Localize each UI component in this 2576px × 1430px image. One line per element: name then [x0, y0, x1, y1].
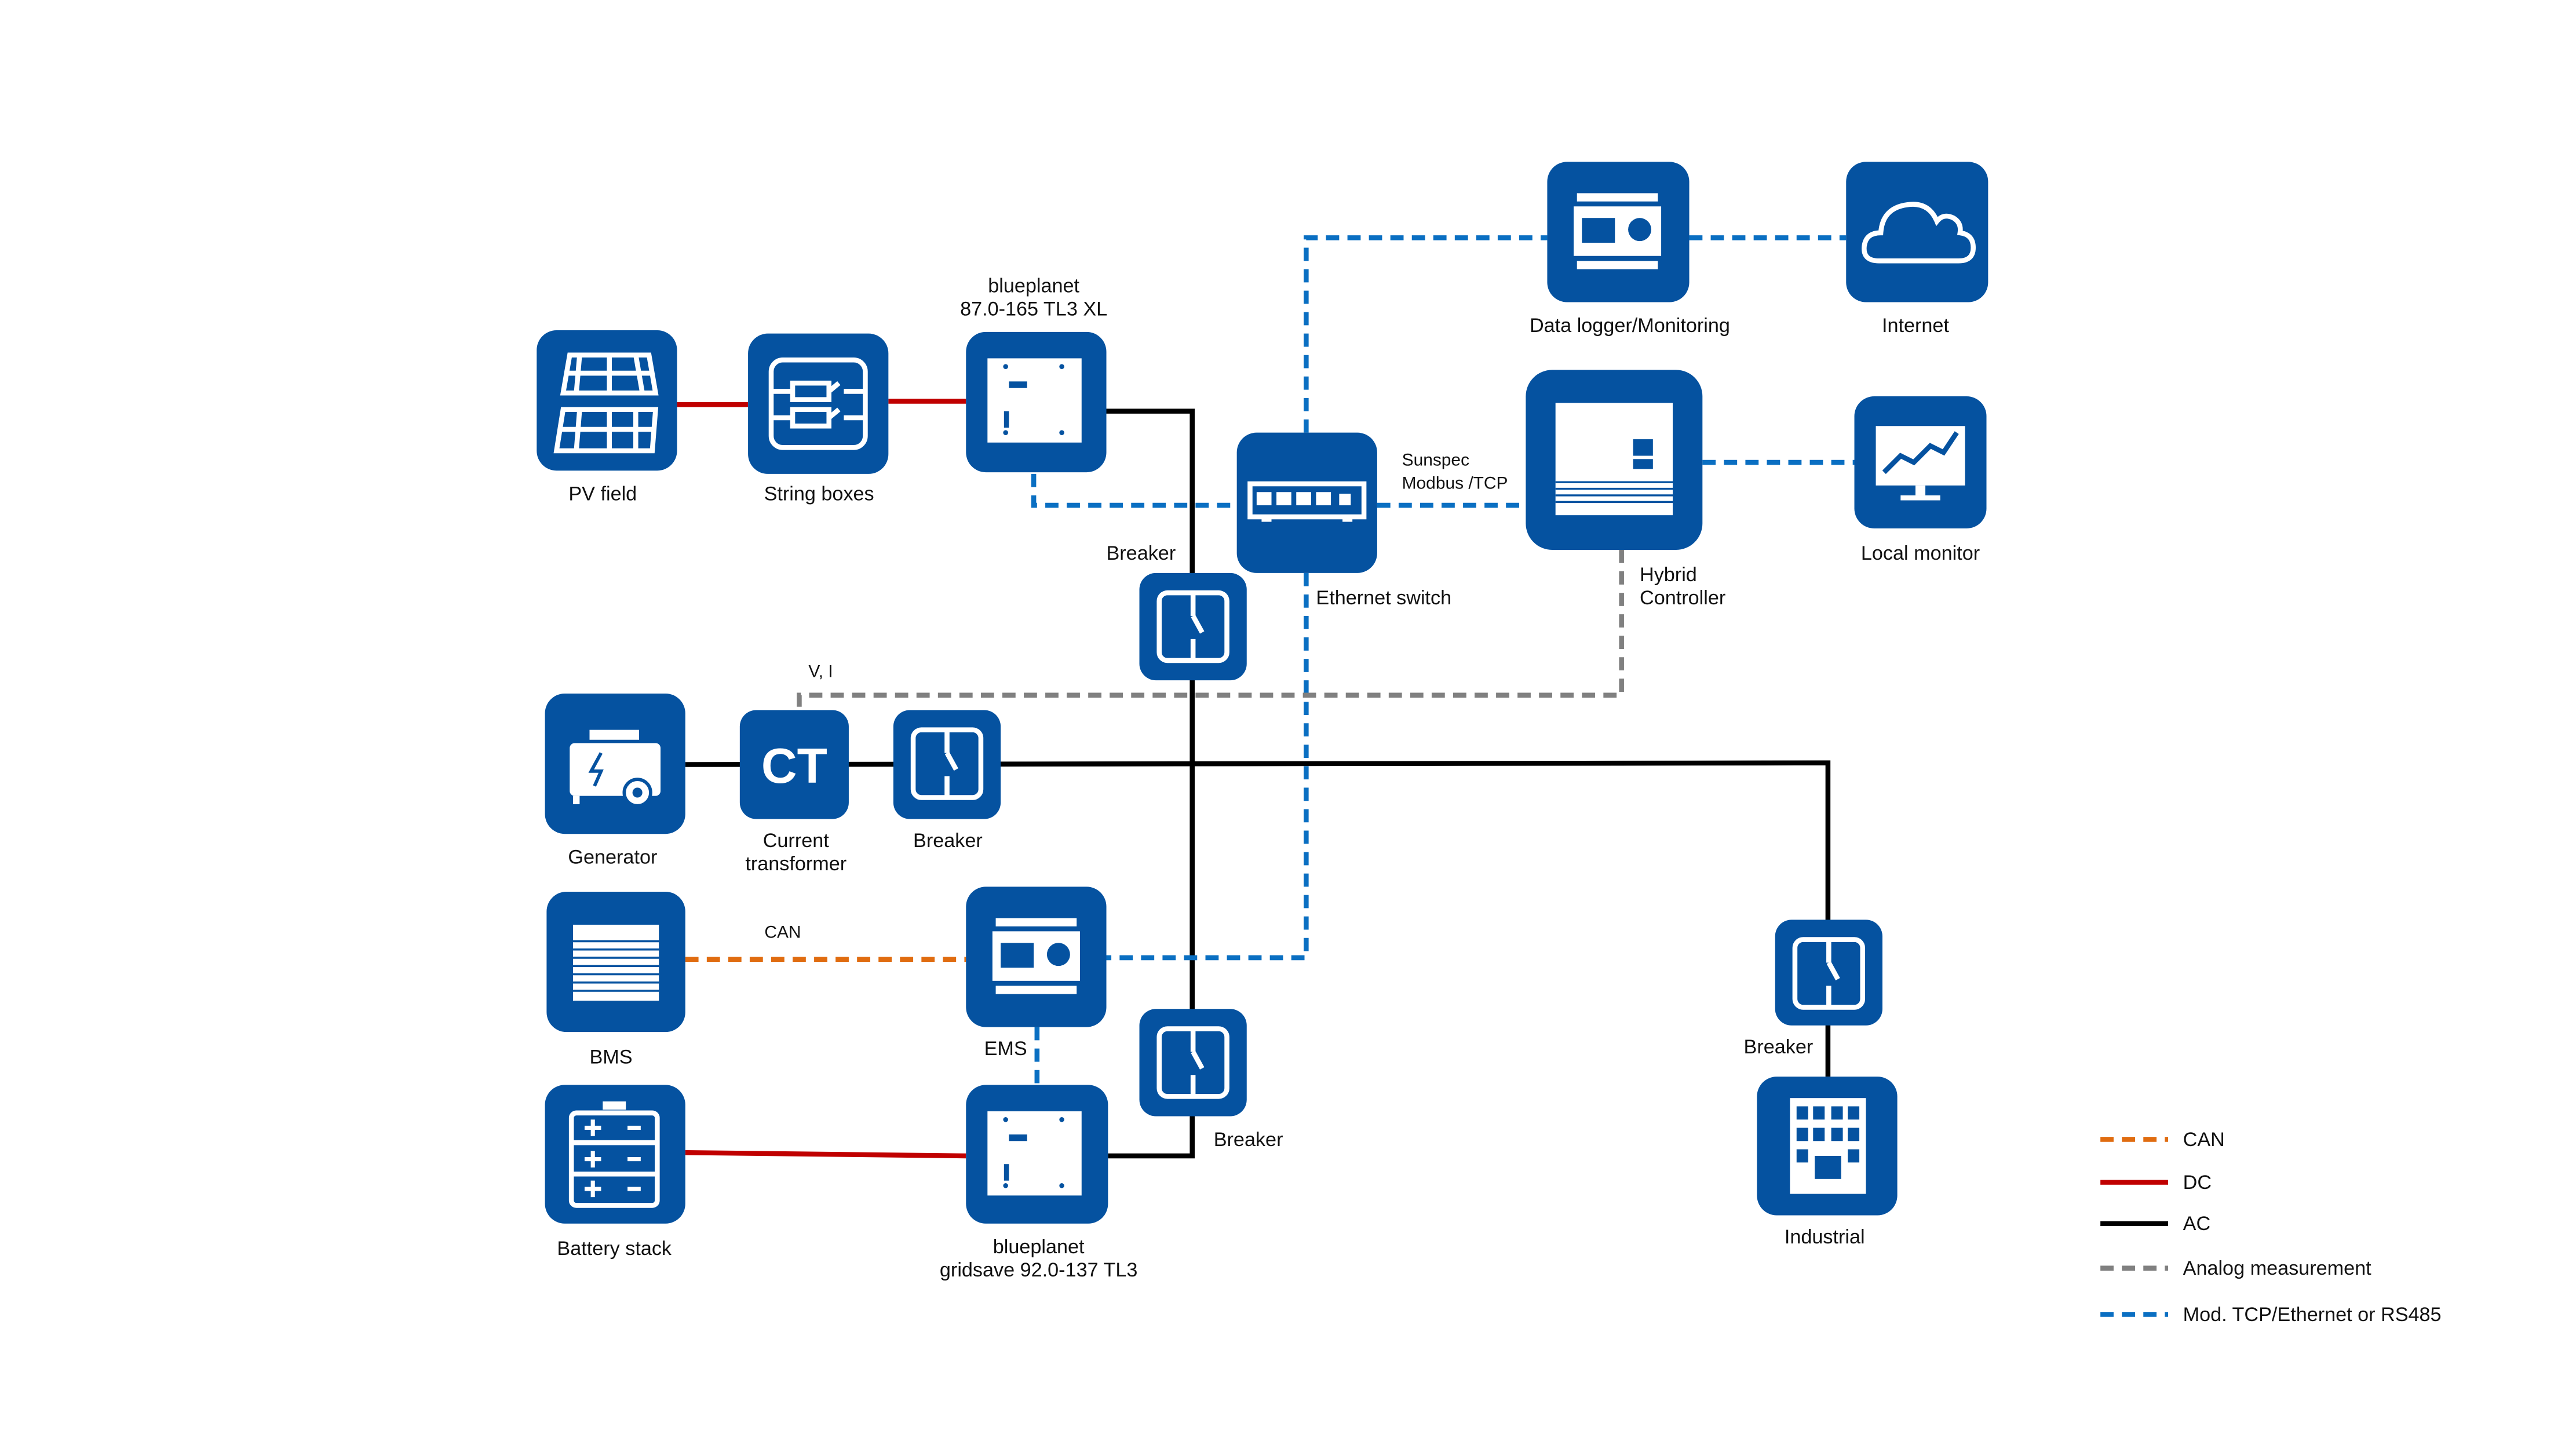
breaker-low-label: Breaker [1214, 1129, 1283, 1151]
ct-icon: CT [761, 739, 827, 794]
sunspec-label-1: Sunspec [1402, 451, 1469, 470]
bms-icon [573, 924, 659, 1001]
ct-label-2: transformer [745, 853, 846, 875]
string-boxes-node[interactable] [748, 333, 889, 474]
inverter-xl-label-2: 87.0-165 TL3 XL [960, 298, 1107, 320]
hybrid-controller-label-2: Controller [1640, 587, 1725, 609]
local-monitor-node[interactable] [1854, 396, 1987, 528]
legend-label-dc: DC [2183, 1172, 2212, 1194]
breaker-mid-node[interactable] [893, 710, 1001, 819]
solar-panel-icon [553, 352, 659, 454]
gridsave-label-2: gridsave 92.0-137 TL3 [940, 1259, 1137, 1281]
network-switch-icon [1247, 481, 1367, 522]
dc-line-battery-gridsave [685, 1150, 966, 1159]
can-connection-label: CAN [764, 923, 801, 942]
ct-label-1: Current [763, 830, 829, 852]
bms-node[interactable] [546, 891, 685, 1033]
gridsave-node[interactable] [966, 1085, 1108, 1224]
ac-bus-vertical [1106, 408, 1195, 1159]
vi-label: V, I [808, 662, 833, 681]
analog-line-hybrid-ct [797, 550, 1624, 710]
ems-label: EMS [984, 1038, 1027, 1060]
ethernet-switch-label: Ethernet switch [1316, 587, 1451, 609]
data-logger-label: Data logger/Monitoring [1530, 315, 1730, 337]
legend-label-network: Mod. TCP/Ethernet or RS485 [2183, 1304, 2442, 1326]
current-transformer-node[interactable]: CT [739, 710, 849, 819]
legend: CAN DC AC Analog measurement Mod. TCP/Et… [2100, 1129, 2442, 1326]
string-box-icon [768, 358, 868, 450]
ethernet-switch-node[interactable] [1236, 432, 1377, 573]
gridsave-label-1: blueplanet [993, 1236, 1085, 1258]
net-line-switch-ems [1106, 572, 1309, 961]
legend-label-analog: Analog measurement [2183, 1257, 2371, 1279]
net-line-inverter-switch [1031, 473, 1237, 508]
breaker-top-label: Breaker [1107, 542, 1176, 564]
pv-field-label: PV field [568, 483, 637, 505]
ems-node[interactable] [966, 887, 1107, 1027]
inverter-icon [987, 358, 1082, 443]
hybrid-controller-node[interactable] [1526, 370, 1703, 550]
legend-label-can: CAN [2183, 1129, 2225, 1151]
sunspec-label-2: Modbus /TCP [1402, 474, 1508, 493]
generator-node[interactable] [545, 693, 685, 834]
ac-line-generator-industrial [685, 760, 1831, 1077]
breaker-top-node[interactable] [1139, 572, 1247, 681]
industrial-label: Industrial [1785, 1226, 1865, 1248]
battery-stack-node[interactable] [545, 1085, 685, 1224]
breaker-low-node[interactable] [1139, 1009, 1247, 1117]
industrial-node[interactable] [1757, 1077, 1898, 1216]
breaker-mid-label: Breaker [913, 830, 983, 852]
generator-icon [570, 729, 661, 808]
data-logger-node[interactable] [1547, 162, 1690, 302]
pv-field-node[interactable] [537, 330, 677, 471]
string-boxes-label: String boxes [764, 483, 874, 505]
monitor-icon [1876, 426, 1965, 501]
battery-stack-label: Battery stack [557, 1238, 672, 1260]
inverter-icon [987, 1111, 1082, 1196]
net-line-switch-logger [1304, 235, 1548, 433]
battery-icon [568, 1101, 660, 1208]
cloud-icon [1862, 202, 1976, 264]
generator-label: Generator [568, 846, 657, 868]
legend-label-ac: AC [2183, 1213, 2211, 1235]
building-icon [1790, 1098, 1866, 1194]
internet-label: Internet [1882, 315, 1949, 337]
breaker-right-label: Breaker [1744, 1036, 1814, 1058]
inverter-xl-node[interactable] [966, 331, 1107, 473]
internet-node[interactable] [1846, 162, 1988, 302]
inverter-xl-label-1: blueplanet [988, 275, 1079, 297]
bms-label: BMS [590, 1046, 633, 1068]
breaker-right-node[interactable] [1775, 920, 1882, 1026]
local-monitor-label: Local monitor [1861, 542, 1980, 564]
controller-icon [1555, 403, 1673, 516]
hybrid-controller-label-1: Hybrid [1640, 564, 1697, 586]
